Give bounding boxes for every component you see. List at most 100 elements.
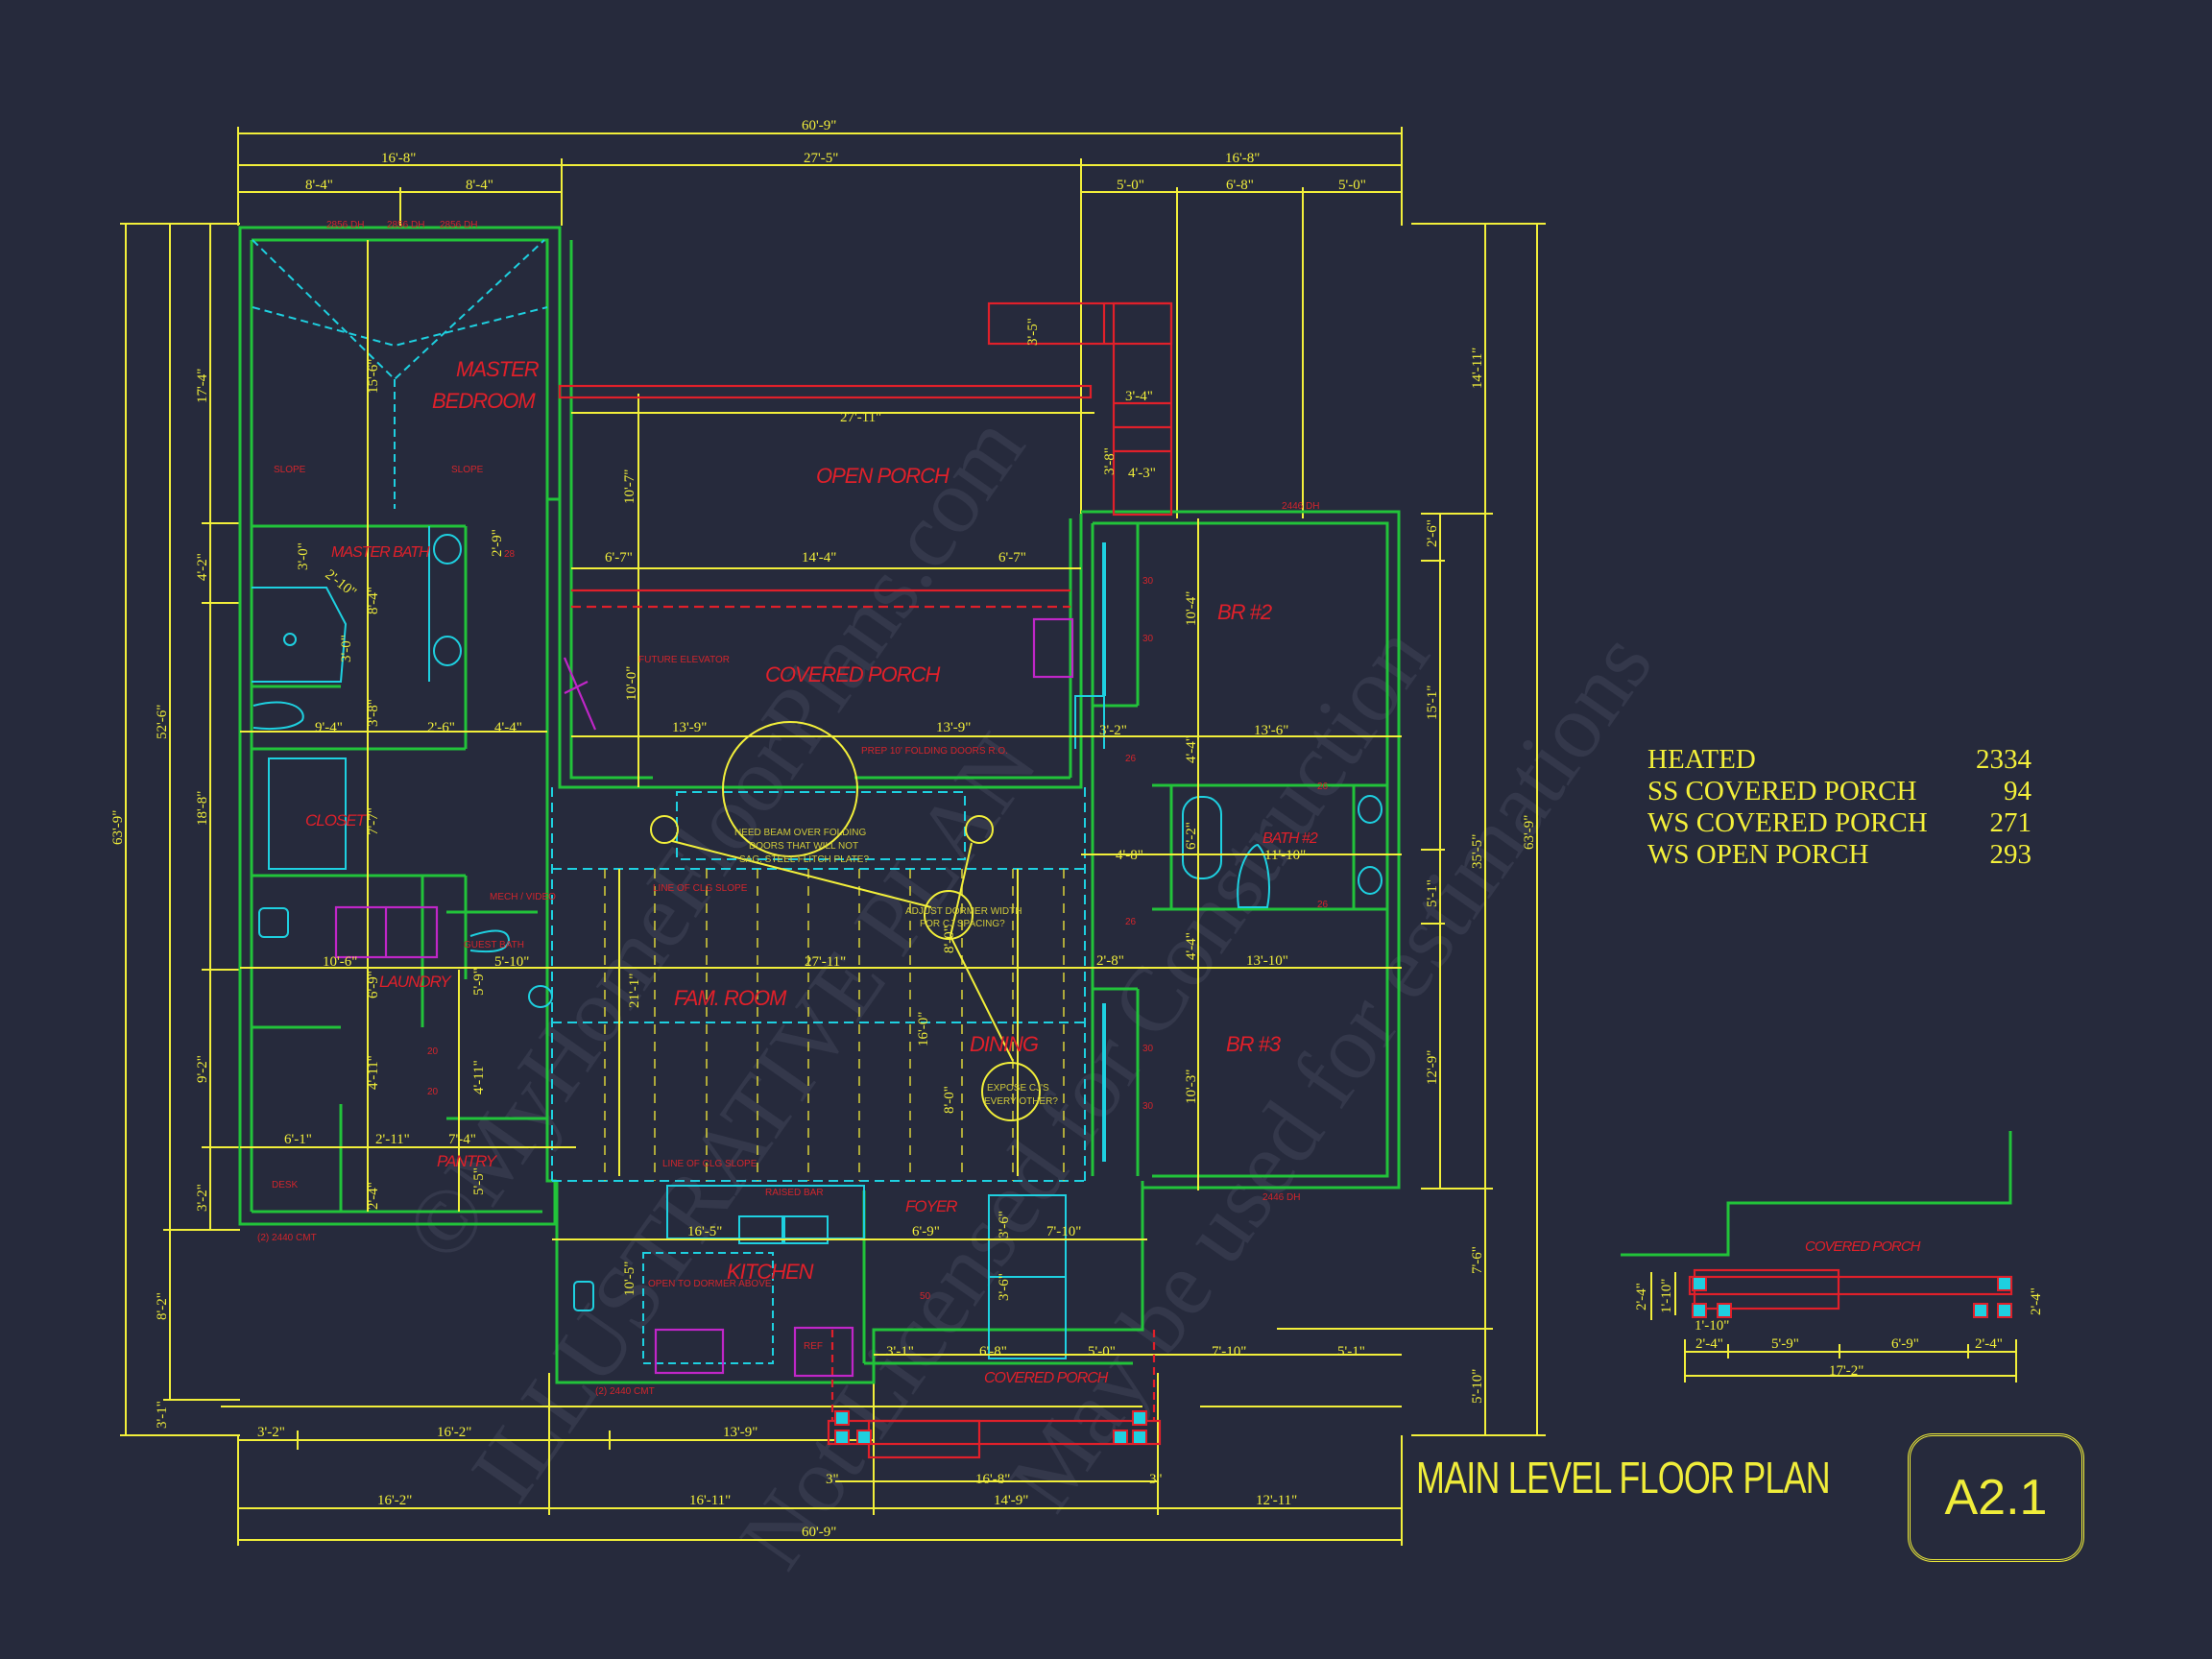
svg-text:SLOPE: SLOPE xyxy=(451,465,484,475)
svg-text:6'-9": 6'-9" xyxy=(366,971,381,998)
svg-text:14'-4": 14'-4" xyxy=(802,550,836,565)
svg-text:26: 26 xyxy=(1317,900,1329,910)
svg-text:15'-6": 15'-6" xyxy=(366,359,381,394)
svg-text:FOR CJ SPACING?: FOR CJ SPACING? xyxy=(920,919,1005,929)
room-label-master-bath: MASTER BATH xyxy=(331,544,430,561)
svg-text:5'-1": 5'-1" xyxy=(1425,879,1440,907)
svg-text:SLOPE: SLOPE xyxy=(274,465,306,475)
svg-text:14'-9": 14'-9" xyxy=(994,1493,1028,1508)
annotations: SLOPE SLOPE FUTURE ELEVATOR PREP 10' FOL… xyxy=(257,220,1329,1397)
svg-text:ADJUST DORMER WIDTH: ADJUST DORMER WIDTH xyxy=(905,906,1022,917)
svg-text:LINE OF CLG SLOPE: LINE OF CLG SLOPE xyxy=(662,1159,757,1169)
room-label-master-bedroom-2: BEDROOM xyxy=(432,389,536,413)
svg-text:21'-1": 21'-1" xyxy=(627,974,642,1008)
folding-doors-note: PREP 10' FOLDING DOORS R.O. xyxy=(861,746,1008,757)
svg-text:10'-7": 10'-7" xyxy=(622,469,637,504)
svg-text:2'-8": 2'-8" xyxy=(1096,953,1124,969)
svg-text:27'-11": 27'-11" xyxy=(805,954,846,970)
svg-text:28: 28 xyxy=(504,549,516,560)
svg-text:2446 DH: 2446 DH xyxy=(1262,1192,1300,1203)
svg-text:13'-9": 13'-9" xyxy=(936,720,971,735)
svg-text:3": 3" xyxy=(1149,1472,1163,1487)
room-label-master-bedroom-1: MASTER xyxy=(456,357,540,381)
dimension-labels: 60'-9" 16'-8" 27'-5" 16'-8" 8'-4" 8'-4" … xyxy=(110,118,1537,1540)
svg-text:2'-11": 2'-11" xyxy=(375,1132,410,1147)
svg-text:5'-1": 5'-1" xyxy=(1337,1344,1365,1359)
appliances xyxy=(334,617,1074,1378)
svg-text:EVERY OTHER?: EVERY OTHER? xyxy=(984,1096,1058,1107)
svg-text:12'-11": 12'-11" xyxy=(1256,1493,1297,1508)
svg-text:3'-0": 3'-0" xyxy=(339,635,354,662)
svg-text:27'-11": 27'-11" xyxy=(840,410,881,425)
svg-text:13'-9": 13'-9" xyxy=(672,720,707,735)
svg-text:6'-7": 6'-7" xyxy=(605,550,633,565)
room-label-covered-porch: COVERED PORCH xyxy=(765,662,940,686)
room-label-detail-covered-porch: COVERED PORCH xyxy=(1805,1238,1921,1255)
svg-text:30: 30 xyxy=(1142,1044,1154,1054)
svg-text:REF: REF xyxy=(804,1341,823,1352)
dimension-lines xyxy=(120,127,1546,1546)
svg-text:5'-10": 5'-10" xyxy=(1470,1369,1485,1404)
svg-text:10'-3": 10'-3" xyxy=(1184,1070,1199,1104)
svg-text:11'-10": 11'-10" xyxy=(1264,848,1306,863)
svg-text:DOORS THAT WILL NOT: DOORS THAT WILL NOT xyxy=(749,841,858,852)
sheet-number: A2.1 xyxy=(1944,1470,2048,1526)
svg-text:16'-11": 16'-11" xyxy=(689,1493,731,1508)
svg-text:5'-9": 5'-9" xyxy=(471,968,487,996)
svg-text:9'-4": 9'-4" xyxy=(315,720,343,735)
svg-text:30: 30 xyxy=(1142,576,1154,587)
svg-text:16'-8": 16'-8" xyxy=(1225,151,1260,166)
svg-text:20: 20 xyxy=(427,1087,439,1097)
room-label-front-covered-porch: COVERED PORCH xyxy=(984,1370,1109,1386)
svg-text:4'-2": 4'-2" xyxy=(195,553,210,581)
svg-text:3": 3" xyxy=(826,1472,839,1487)
svg-text:3'-2": 3'-2" xyxy=(195,1184,210,1212)
porch-columns xyxy=(834,1276,2012,1445)
svg-text:RAISED BAR: RAISED BAR xyxy=(765,1188,824,1198)
room-label-kitchen: KITCHEN xyxy=(727,1260,814,1284)
svg-text:3'-0": 3'-0" xyxy=(296,542,311,570)
svg-text:35'-5": 35'-5" xyxy=(1470,834,1485,869)
svg-text:2856 DH: 2856 DH xyxy=(387,220,424,230)
svg-text:8'-0": 8'-0" xyxy=(942,926,957,953)
svg-text:2'-6": 2'-6" xyxy=(427,720,455,735)
svg-text:2'-4": 2'-4" xyxy=(2029,1287,2044,1315)
svg-text:16'-5": 16'-5" xyxy=(687,1224,722,1239)
svg-text:3'-5": 3'-5" xyxy=(1025,318,1041,346)
svg-text:10'-0": 10'-0" xyxy=(624,666,639,701)
walls xyxy=(238,226,2012,1384)
svg-text:16'-8": 16'-8" xyxy=(381,151,416,166)
svg-text:EXPOSE CJ'S: EXPOSE CJ'S xyxy=(987,1083,1049,1094)
svg-text:6'-9": 6'-9" xyxy=(1891,1336,1919,1352)
svg-text:6'-9": 6'-9" xyxy=(912,1224,940,1239)
room-label-pantry: PANTRY xyxy=(437,1152,498,1170)
svg-text:3'-1": 3'-1" xyxy=(886,1344,914,1359)
svg-text:4'-3": 4'-3" xyxy=(1128,466,1156,481)
annotation-bubbles xyxy=(240,240,1402,1356)
svg-text:7'-10": 7'-10" xyxy=(1212,1344,1246,1359)
svg-text:14'-11": 14'-11" xyxy=(1470,348,1485,389)
svg-text:(2) 2440 CMT: (2) 2440 CMT xyxy=(257,1233,317,1243)
svg-text:10'-5": 10'-5" xyxy=(622,1262,637,1296)
room-label-br3: BR #3 xyxy=(1226,1032,1282,1056)
room-label-closet: CLOSET xyxy=(305,811,368,830)
svg-text:4'-8": 4'-8" xyxy=(1116,848,1143,863)
svg-text:16'-2": 16'-2" xyxy=(377,1493,412,1508)
svg-text:4'-4": 4'-4" xyxy=(494,720,522,735)
svg-text:2'-4": 2'-4" xyxy=(1695,1336,1723,1352)
room-label-dining: DINING xyxy=(970,1032,1039,1056)
svg-text:3'-1": 3'-1" xyxy=(155,1401,170,1429)
svg-text:7'-7": 7'-7" xyxy=(366,807,381,835)
svg-text:2446 DH: 2446 DH xyxy=(1282,501,1319,512)
svg-text:63'-9": 63'-9" xyxy=(1522,815,1537,850)
svg-text:2'-9": 2'-9" xyxy=(490,529,505,557)
svg-text:10'-4": 10'-4" xyxy=(1184,591,1199,626)
svg-text:8'-2": 8'-2" xyxy=(155,1292,170,1320)
svg-text:2856 DH: 2856 DH xyxy=(326,220,364,230)
svg-text:7'-6": 7'-6" xyxy=(1470,1246,1485,1274)
room-label-fam-room: FAM. ROOM xyxy=(674,986,787,1010)
svg-text:NEED BEAM OVER FOLDING: NEED BEAM OVER FOLDING xyxy=(734,828,866,838)
svg-text:GUEST BATH: GUEST BATH xyxy=(464,940,524,950)
